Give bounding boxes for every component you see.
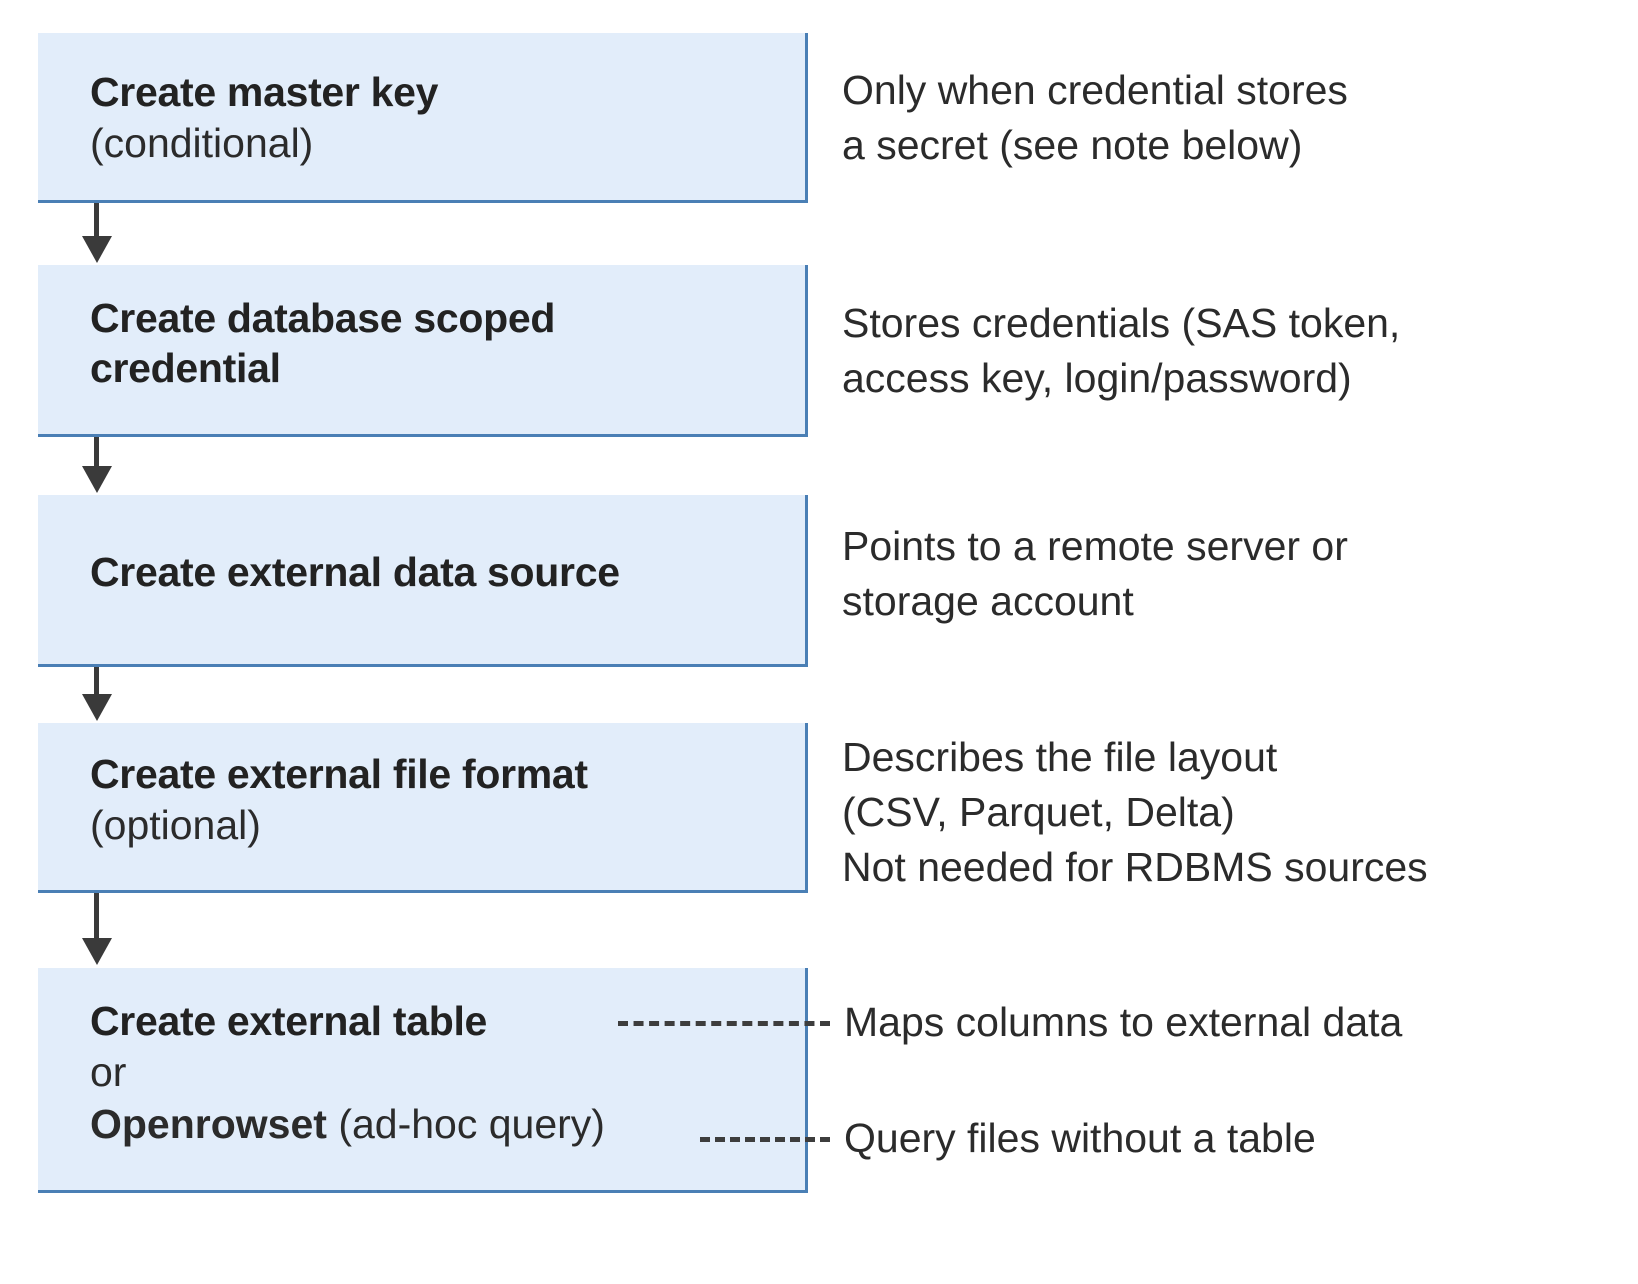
step-box-external-data-source-content: Create external data source: [90, 547, 795, 597]
note-master-key: Only when credential stores a secret (se…: [842, 63, 1348, 173]
step-box-external-file-format[interactable]: Create external file format (optional): [38, 723, 808, 893]
note-external-file-format-line-2: (CSV, Parquet, Delta): [842, 789, 1235, 835]
step-title-external-file-format: Create external file format: [90, 751, 588, 797]
note-scoped-credential-line-2: access key, login/password): [842, 355, 1352, 401]
arrow-down-icon-4: [82, 893, 112, 968]
arrow-down-icon-1: [82, 203, 112, 265]
step-or-label: or: [90, 1049, 127, 1095]
step-box-external-table-content: Create external table or Openrowset (ad-…: [90, 996, 795, 1150]
note-external-data-source: Points to a remote server or storage acc…: [842, 519, 1348, 629]
arrow-shaft: [94, 203, 99, 239]
note-external-data-source-line-2: storage account: [842, 578, 1134, 624]
step-subtitle-external-file-format: (optional): [90, 802, 261, 848]
note-external-table: Maps columns to external data: [844, 999, 1403, 1045]
note-external-file-format-line-1: Describes the file layout: [842, 734, 1278, 780]
step-subtitle-master-key: (conditional): [90, 120, 314, 166]
arrow-head: [82, 236, 112, 263]
arrow-head: [82, 938, 112, 965]
dashed-connector-openrowset: [700, 1137, 830, 1142]
step-title-external-data-source: Create external data source: [90, 549, 620, 595]
arrow-head: [82, 694, 112, 721]
note-external-file-format-line-3: Not needed for RDBMS sources: [842, 844, 1428, 890]
step-box-master-key-content: Create master key (conditional): [90, 67, 795, 169]
step-title-scoped-credential-line-2: credential: [90, 345, 281, 391]
step-subtitle-openrowset: (ad-hoc query): [326, 1101, 605, 1147]
step-box-master-key[interactable]: Create master key (conditional): [38, 33, 808, 203]
arrow-down-icon-3: [82, 667, 112, 723]
arrow-shaft: [94, 893, 99, 941]
step-title-openrowset-row: Openrowset (ad-hoc query): [90, 1098, 795, 1150]
note-scoped-credential-line-1: Stores credentials (SAS token,: [842, 300, 1401, 346]
step-title-master-key: Create master key: [90, 69, 439, 115]
step-title-openrowset: Openrowset: [90, 1101, 327, 1147]
step-box-external-data-source[interactable]: Create external data source: [38, 495, 808, 667]
step-box-scoped-credential-content: Create database scoped credential: [90, 293, 795, 393]
step-box-external-table[interactable]: Create external table or Openrowset (ad-…: [38, 968, 808, 1193]
note-scoped-credential: Stores credentials (SAS token, access ke…: [842, 296, 1400, 406]
note-external-data-source-line-1: Points to a remote server or: [842, 523, 1348, 569]
note-master-key-line-2: a secret (see note below): [842, 122, 1303, 168]
dashed-connector-external-table: [618, 1021, 830, 1026]
step-box-scoped-credential[interactable]: Create database scoped credential: [38, 265, 808, 437]
arrow-head: [82, 466, 112, 493]
note-master-key-line-1: Only when credential stores: [842, 67, 1348, 113]
step-title-external-table: Create external table: [90, 998, 488, 1044]
step-title-scoped-credential-line-1: Create database scoped: [90, 295, 556, 341]
arrow-shaft: [94, 437, 99, 469]
note-external-file-format: Describes the file layout (CSV, Parquet,…: [842, 730, 1428, 895]
note-openrowset: Query files without a table: [844, 1115, 1316, 1161]
arrow-down-icon-2: [82, 437, 112, 495]
step-box-external-file-format-content: Create external file format (optional): [90, 749, 795, 851]
arrow-shaft: [94, 667, 99, 697]
